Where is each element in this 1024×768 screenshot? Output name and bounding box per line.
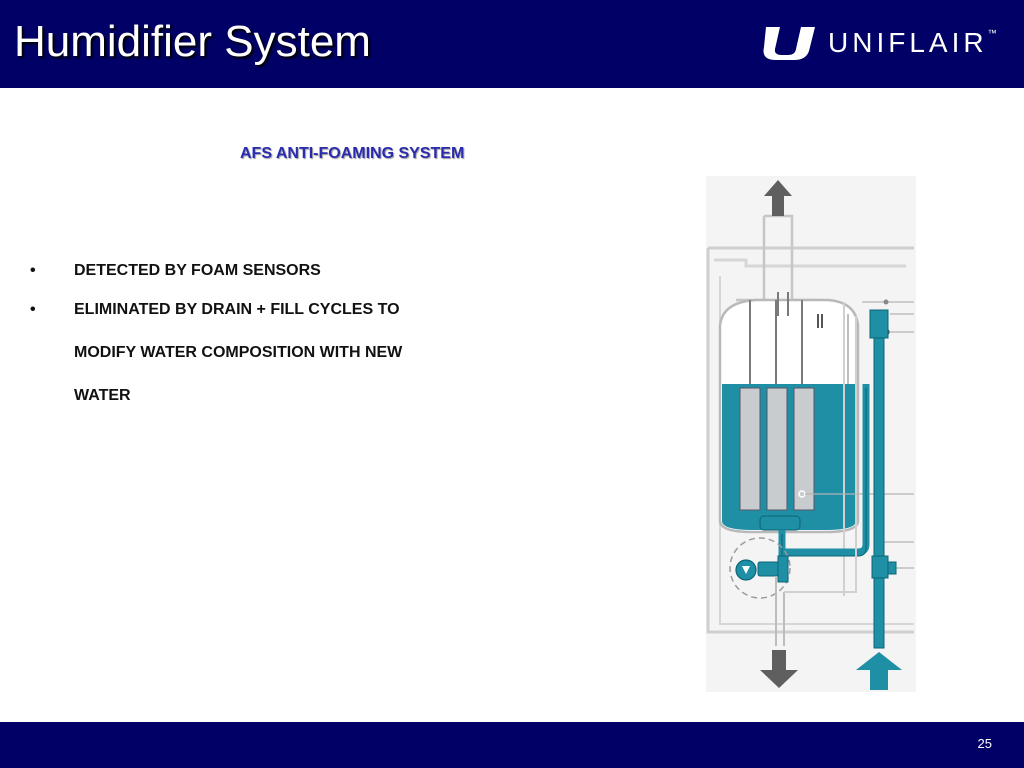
footer-bar: 25 [0,722,1024,768]
logo-wordmark: UNIFLAIR [828,27,988,58]
electrode [766,387,788,511]
humidifier-cylinder-diagram [706,176,916,692]
section-subtitle: AFS ANTI-FOAMING SYSTEM [240,145,465,162]
steam-out-arrow [764,180,792,216]
bullet-marker: • [30,301,36,318]
bullet-text-line: WATER [74,387,131,404]
bullet-list: • DETECTED BY FOAM SENSORS • ELIMINATED … [30,258,510,417]
uniflair-logo-mark-icon [763,27,815,60]
drain-out-arrow [760,650,798,688]
electrode [793,387,815,511]
bullet-marker: • [30,262,36,279]
bullet-text-line: ELIMINATED BY DRAIN + FILL CYCLES TO [74,301,400,318]
bullet-item: • ELIMINATED BY DRAIN + FILL CYCLES TO M… [30,288,510,417]
uniflair-logo: UNIFLAIR ™ [762,24,997,62]
slide-title: Humidifier System [14,17,371,66]
water-fill-arrow [856,652,902,690]
bullet-text-line: MODIFY WATER COMPOSITION WITH NEW [74,344,403,361]
electrode [739,387,761,511]
bullet-text: DETECTED BY FOAM SENSORS [74,262,321,279]
bullet-item: • DETECTED BY FOAM SENSORS [30,258,510,284]
page-number: 25 [977,736,992,751]
header-bar: Humidifier System UNIFLAIR ™ [0,0,1024,88]
logo-trademark: ™ [987,28,997,38]
